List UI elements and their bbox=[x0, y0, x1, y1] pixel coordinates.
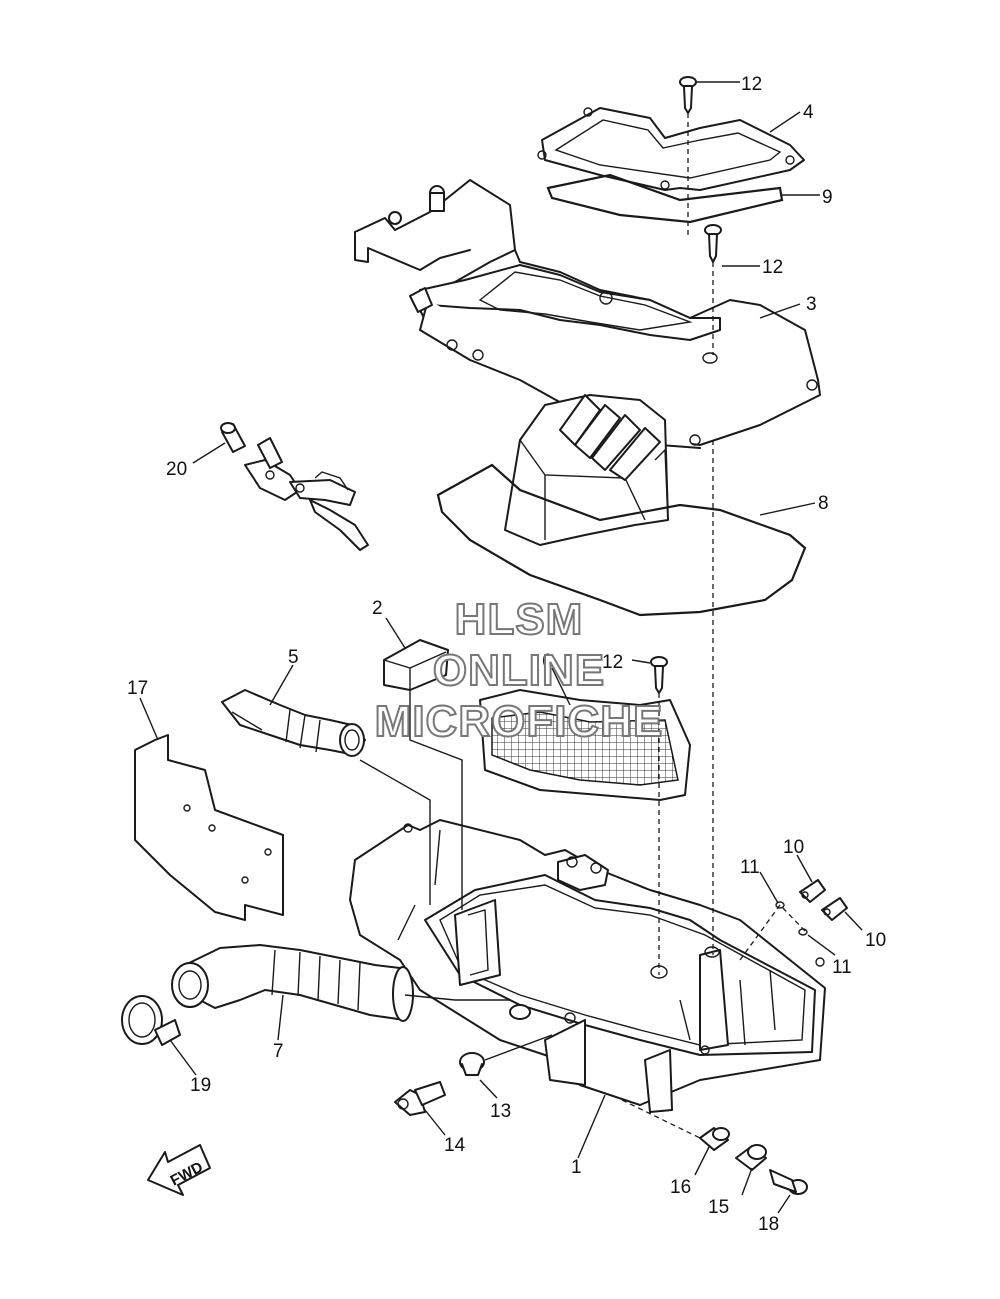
watermark-line-2: ONLINE bbox=[433, 646, 605, 695]
hose-clamp bbox=[121, 995, 181, 1046]
callout-11-lower: 11 bbox=[832, 957, 852, 978]
callout-14: 14 bbox=[444, 1135, 466, 1156]
mounting-plate bbox=[134, 734, 284, 921]
callout-1: 1 bbox=[571, 1157, 582, 1178]
watermark-line-1: HLSM bbox=[455, 595, 584, 644]
grommet bbox=[459, 1052, 485, 1076]
callout-16: 16 bbox=[670, 1177, 691, 1198]
sensor-cap-assembly bbox=[220, 422, 369, 551]
callout-13: 13 bbox=[490, 1101, 511, 1122]
alignment-lines bbox=[359, 113, 807, 1139]
clip-lower bbox=[821, 897, 848, 921]
forward-direction-arrow: FWD bbox=[147, 1144, 211, 1196]
callout-12-middle: 12 bbox=[762, 257, 783, 278]
callout-7: 7 bbox=[273, 1041, 284, 1062]
bushing bbox=[735, 1144, 767, 1171]
drain-valve bbox=[394, 1081, 446, 1116]
large-gasket bbox=[436, 463, 807, 617]
callout-9: 9 bbox=[822, 187, 833, 208]
intake-duct bbox=[504, 394, 669, 546]
callout-20: 20 bbox=[166, 459, 187, 480]
callout-8: 8 bbox=[818, 493, 829, 514]
leader-lines bbox=[139, 81, 863, 1214]
callout-6: 6 bbox=[542, 651, 553, 672]
callout-18: 18 bbox=[758, 1214, 779, 1235]
callout-12-top: 12 bbox=[741, 74, 762, 95]
watermark: HLSM ONLINE MICROFICHE bbox=[374, 594, 664, 747]
callout-12-filter: 12 bbox=[602, 652, 623, 673]
callout-2: 2 bbox=[372, 598, 383, 619]
callout-11-upper: 11 bbox=[740, 857, 760, 878]
screw-middle bbox=[704, 224, 722, 263]
pin-lower bbox=[798, 928, 808, 936]
callout-4: 4 bbox=[803, 102, 814, 123]
intake-bellow bbox=[171, 944, 414, 1022]
screw-top bbox=[679, 76, 697, 114]
callout-5: 5 bbox=[288, 647, 299, 668]
small-bracket bbox=[383, 639, 449, 691]
top-cover-plate bbox=[537, 107, 805, 191]
screw-filter bbox=[650, 656, 668, 694]
callout-15: 15 bbox=[708, 1197, 729, 1218]
clip-upper bbox=[799, 879, 826, 903]
bolt bbox=[769, 1169, 808, 1195]
air-filter-element bbox=[479, 689, 691, 801]
main-air-box-housing bbox=[349, 819, 826, 1113]
breather-hose bbox=[221, 689, 366, 757]
callout-numbers: 12 4 9 12 3 8 20 2 5 6 12 17 10 11 10 11… bbox=[127, 74, 886, 1235]
pin-upper bbox=[775, 901, 785, 909]
callout-3: 3 bbox=[806, 294, 817, 315]
collar bbox=[699, 1127, 730, 1151]
callout-10-upper: 10 bbox=[783, 837, 804, 858]
cover-gasket bbox=[546, 173, 784, 224]
callout-17: 17 bbox=[127, 678, 148, 699]
callout-10-lower: 10 bbox=[865, 930, 886, 951]
watermark-line-3: MICROFICHE bbox=[375, 697, 664, 746]
callout-19: 19 bbox=[190, 1075, 211, 1096]
